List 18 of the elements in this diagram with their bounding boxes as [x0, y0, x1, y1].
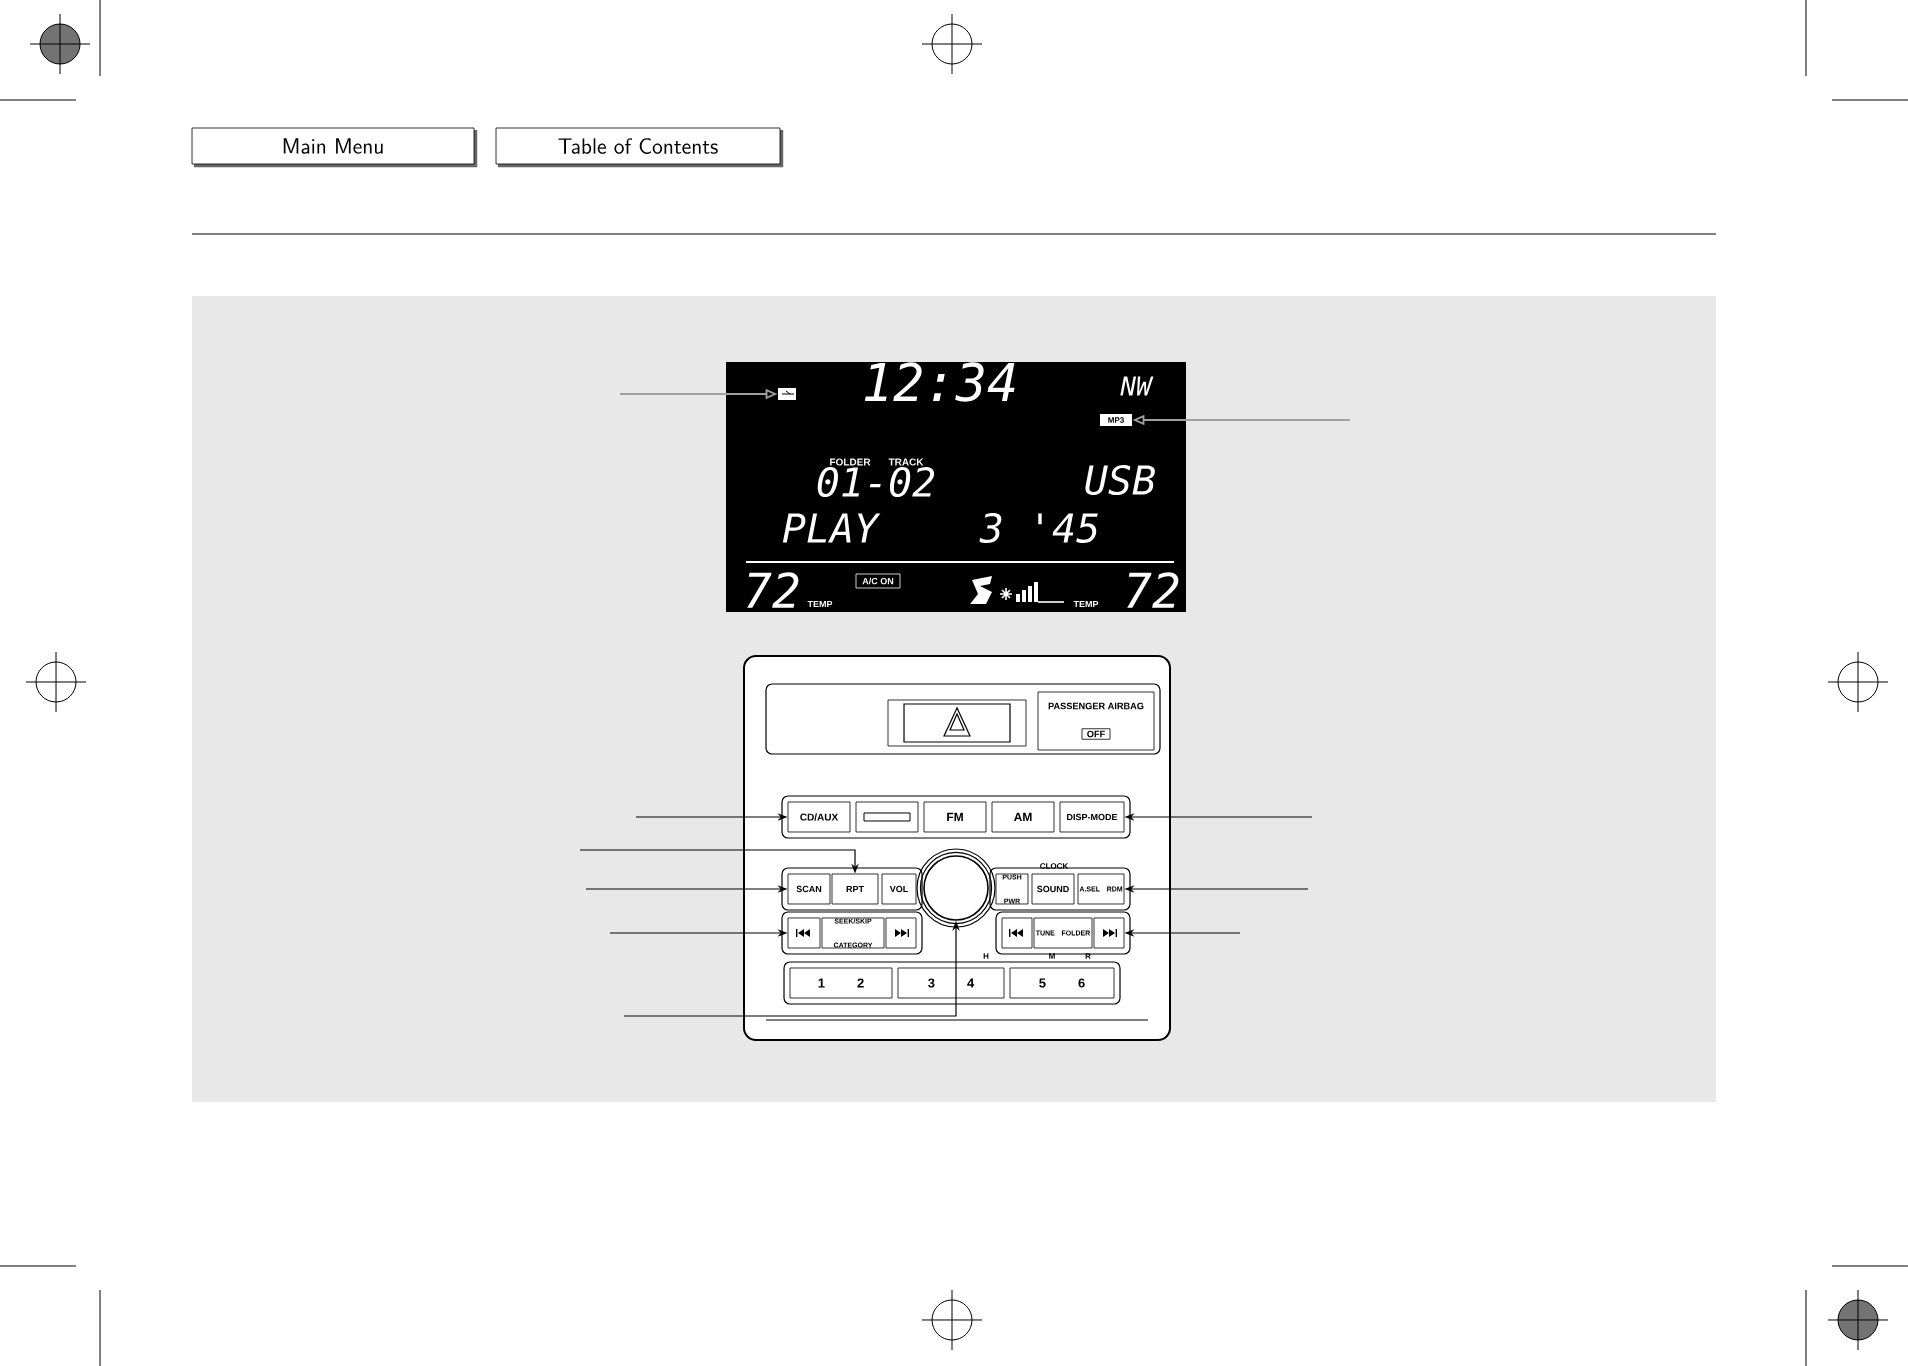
menu-button: Main Menu [191, 127, 478, 168]
display-text: 72 [747, 572, 799, 608]
hazard-button [887, 699, 1027, 747]
skip-back-button [1001, 917, 1033, 949]
volume-knob [916, 848, 996, 928]
skip-forward-button [885, 917, 917, 949]
usb-icon [778, 388, 796, 400]
display-text: 3 '45 [979, 512, 1098, 544]
skip-forward-button [1093, 917, 1125, 949]
display-text: 01-02 [817, 466, 935, 498]
display-text: 12:34 [864, 362, 1015, 402]
display-text: PLAY [782, 513, 881, 543]
display-text: NW [1120, 376, 1154, 396]
menu-button: Table of Contents [495, 127, 784, 168]
display-text: 72 [1127, 572, 1179, 608]
skip-back-button [787, 917, 821, 949]
display-text: USB [1085, 464, 1155, 496]
panel-button [855, 801, 919, 833]
